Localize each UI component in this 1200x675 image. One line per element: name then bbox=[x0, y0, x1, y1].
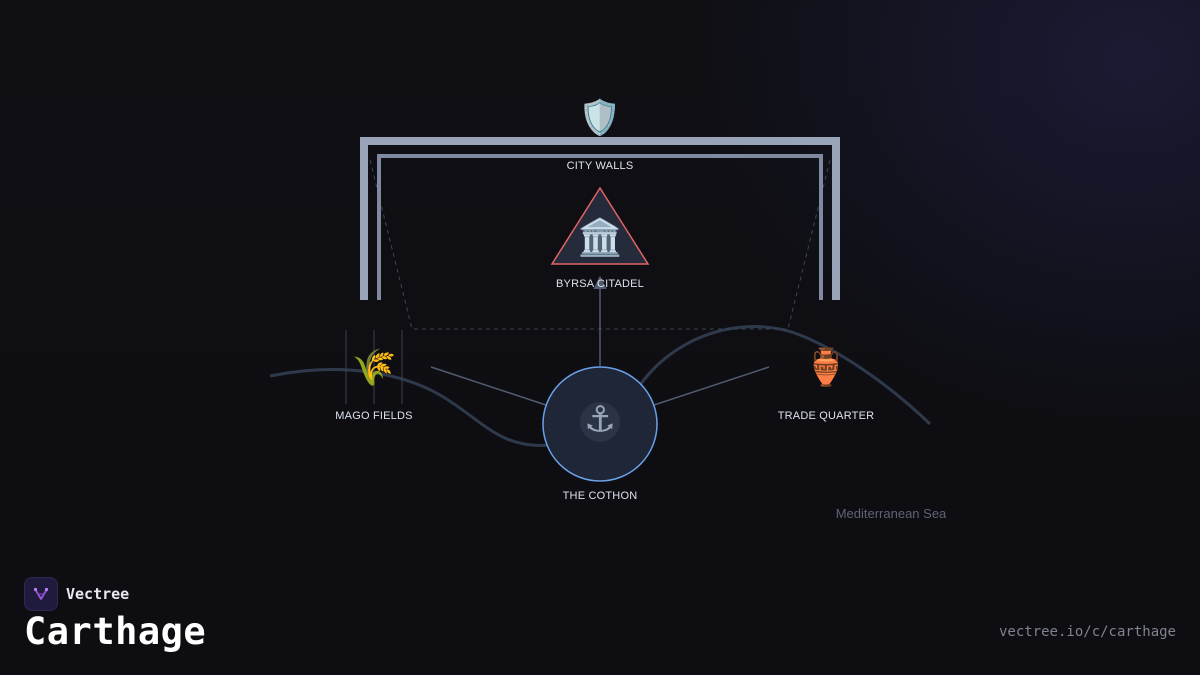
citadel-triangle bbox=[550, 186, 650, 265]
node-trade-quarter[interactable]: 🏺 TRADE QUARTER bbox=[778, 347, 875, 423]
field-lines bbox=[345, 330, 403, 404]
mediterranean-sea-label: Mediterranean Sea bbox=[836, 506, 947, 521]
wheat-icon: 🌾 bbox=[352, 348, 397, 389]
trade-quarter-label: TRADE QUARTER bbox=[778, 410, 875, 422]
page-url[interactable]: vectree.io/c/carthage bbox=[998, 624, 1176, 640]
amphora-icon: 🏺 bbox=[804, 347, 849, 389]
node-mago-fields[interactable]: 🌾 MAGO FIELDS bbox=[335, 348, 412, 423]
city-walls-inner bbox=[377, 154, 823, 300]
node-the-cothon[interactable]: ⚓ THE COTHON bbox=[542, 366, 658, 502]
the-cothon-label: THE COTHON bbox=[563, 490, 638, 502]
edge-trade-to-cothon bbox=[640, 366, 770, 412]
temple-icon: 🏛️ bbox=[578, 217, 623, 259]
city-walls-label: CITY WALLS bbox=[567, 160, 634, 172]
node-byrsa-citadel[interactable]: 🏛️ BYRSA CITADEL bbox=[550, 186, 650, 290]
vectree-logo-icon bbox=[24, 577, 58, 611]
shield-icon: 🛡️ bbox=[579, 98, 621, 138]
city-walls-outer bbox=[360, 137, 840, 300]
river-curve-east bbox=[638, 325, 932, 426]
anchor-icon: ⚓ bbox=[584, 400, 616, 441]
cothon-inner-circle bbox=[580, 402, 620, 442]
edge-mago-to-cothon bbox=[430, 366, 560, 412]
brand-name: Vectree bbox=[66, 585, 130, 603]
node-city-walls[interactable]: 🛡️ CITY WALLS bbox=[567, 98, 634, 172]
byrsa-citadel-label: BYRSA CITADEL bbox=[556, 278, 644, 290]
page-title: Carthage bbox=[24, 610, 207, 653]
brand: Vectree bbox=[24, 577, 129, 611]
mago-fields-label: MAGO FIELDS bbox=[335, 410, 412, 422]
river-curve-west bbox=[269, 368, 551, 448]
